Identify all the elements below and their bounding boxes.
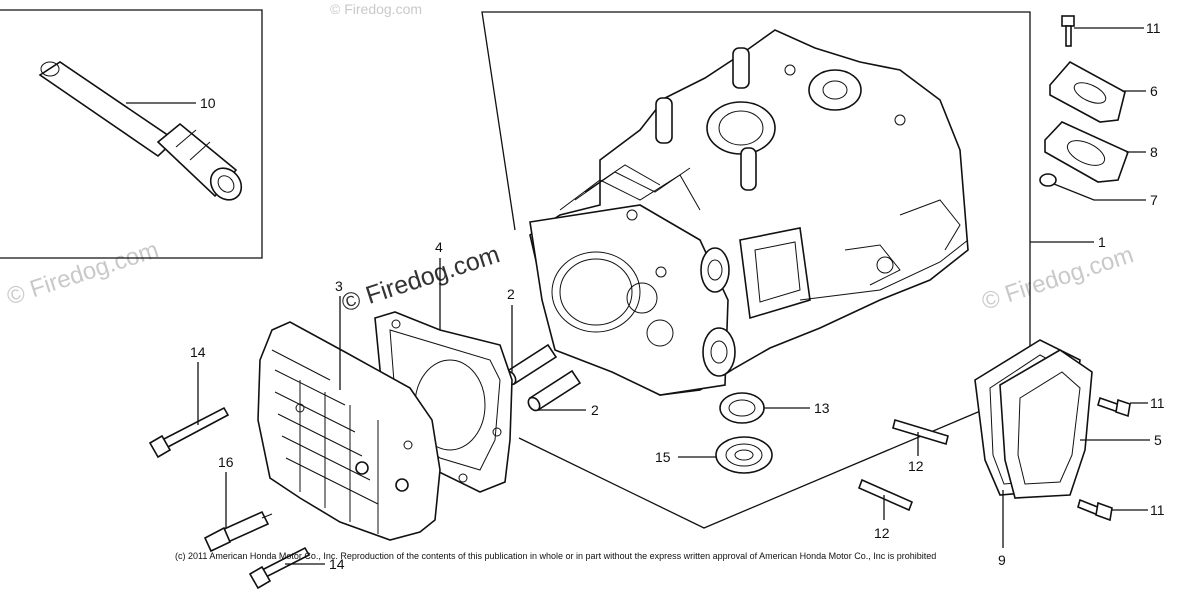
callout-12b: 12 xyxy=(874,525,890,541)
callout-16: 16 xyxy=(218,454,234,470)
callout-14a: 14 xyxy=(190,344,206,360)
callout-9: 9 xyxy=(998,552,1006,568)
copyright-notice: (c) 2011 American Honda Motor Co., Inc. … xyxy=(175,551,937,561)
callout-13: 13 xyxy=(814,400,830,416)
callout-4: 4 xyxy=(435,239,443,255)
callout-11a: 11 xyxy=(1146,20,1161,36)
callout-1: 1 xyxy=(1098,234,1106,250)
callout-6: 6 xyxy=(1150,83,1158,99)
callout-12a: 12 xyxy=(908,458,924,474)
callout-2a: 2 xyxy=(507,286,515,302)
breather-gasket-lower xyxy=(1044,121,1130,183)
callout-8: 8 xyxy=(1150,144,1158,160)
head-bolt-lower xyxy=(248,546,311,590)
callout-11c: 11 xyxy=(1150,502,1165,518)
breather-cap xyxy=(1039,173,1057,187)
stud-bolt-lower xyxy=(857,478,914,512)
stud-bolt-upper xyxy=(892,418,949,446)
flange-bolt-cover-lower xyxy=(1077,498,1113,522)
oil-seal xyxy=(719,392,765,424)
callout-14b: 14 xyxy=(329,556,345,572)
dowel-pin-lower xyxy=(527,369,582,412)
watermark-top: © Firedog.com xyxy=(330,1,422,17)
cylinder-group-frame xyxy=(481,11,1031,529)
callout-2b: 2 xyxy=(591,402,599,418)
cylinder-head xyxy=(257,321,441,541)
callout-3: 3 xyxy=(335,278,343,294)
flange-bolt-top xyxy=(1061,15,1075,47)
side-cover xyxy=(999,349,1093,499)
ball-bearing xyxy=(715,436,773,474)
callout-10: 10 xyxy=(200,95,216,111)
callout-5: 5 xyxy=(1154,432,1162,448)
box-spanner-tool xyxy=(38,61,243,201)
spark-plug xyxy=(203,510,273,553)
cylinder-block xyxy=(529,29,969,396)
tool-box-frame xyxy=(0,9,263,259)
callout-7: 7 xyxy=(1150,192,1158,208)
leader-7 xyxy=(1053,183,1146,201)
breather-gasket-upper xyxy=(1049,60,1126,123)
callout-15: 15 xyxy=(655,449,671,465)
head-bolt-upper xyxy=(148,406,230,459)
callout-11b: 11 xyxy=(1150,395,1165,411)
watermark-center: © Firedog.com xyxy=(338,240,503,317)
watermark-right: © Firedog.com xyxy=(979,241,1137,315)
flange-bolt-cover-upper xyxy=(1097,396,1131,418)
watermark-left: © Firedog.com xyxy=(4,236,162,310)
